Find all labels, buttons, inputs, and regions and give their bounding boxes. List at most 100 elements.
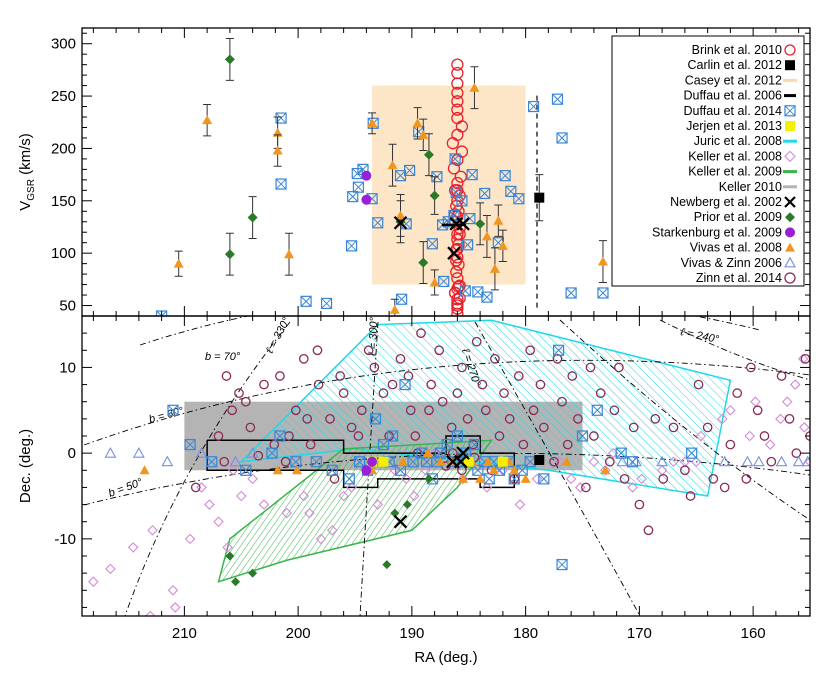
duffau14-point [399, 378, 411, 391]
zinn-point [490, 354, 500, 364]
vivas08-point [387, 160, 398, 170]
grid-l270 [474, 321, 641, 616]
vivas08-point [272, 145, 283, 155]
jerjen-point [463, 456, 474, 467]
zinn-point [313, 379, 324, 390]
duffau14-point [472, 286, 484, 298]
newberg-point [393, 514, 408, 529]
brink-point [447, 162, 461, 175]
zinn-point [446, 422, 457, 433]
duffau14-point [459, 285, 471, 297]
vivas-zinn-point [718, 455, 731, 467]
vivas-zinn-point [656, 455, 669, 467]
legend-entry-prior: Prior et al. 2009 [694, 210, 795, 224]
vivas08-point [418, 129, 429, 139]
casey-band [372, 85, 526, 285]
zinn-point [581, 482, 591, 493]
zinn-point [477, 379, 488, 390]
zinn-point [650, 414, 661, 424]
duffau14-point [300, 295, 312, 307]
duffau14-point [626, 456, 639, 468]
zinn-point [280, 456, 291, 467]
zinn-point [573, 414, 583, 424]
zinn-point [405, 405, 416, 416]
zinn-point [719, 482, 730, 493]
vivas08-point [367, 118, 378, 128]
keller08-point [389, 465, 401, 476]
starkenburg-point [361, 194, 372, 205]
zinn-point [305, 439, 316, 450]
keller08-point [184, 533, 196, 545]
keller09-region [217, 439, 494, 583]
legend-label: Brink et al. 2010 [692, 43, 782, 57]
legend-label: Prior et al. 2009 [694, 210, 782, 224]
zinn-point [240, 396, 251, 407]
vivas-zinn-point [792, 455, 805, 467]
zinn-point [259, 379, 269, 390]
grid-b60 [83, 359, 810, 446]
zinn-point [604, 456, 615, 467]
zinn-point [680, 465, 690, 476]
duffau14-point [320, 297, 333, 310]
keller08-point [346, 482, 357, 493]
duffau14-point [499, 170, 511, 182]
duffau14-point [686, 447, 698, 459]
zinn-point [528, 405, 539, 416]
brink-point [451, 95, 464, 108]
keller08-point [789, 379, 801, 390]
duffau14-point [441, 438, 453, 451]
zinn-point [776, 371, 787, 381]
keller08-point [213, 516, 224, 527]
keller08-point [554, 456, 566, 467]
zinn-point [732, 388, 743, 398]
newberg-point [393, 216, 408, 230]
vivas-zinn-point [246, 447, 259, 458]
y-tick-label: 200 [51, 140, 76, 157]
legend-entry-keller10: Keller 2010 [719, 180, 797, 194]
legend-marker [785, 121, 795, 131]
keller08-point [167, 585, 179, 596]
zinn-point [513, 371, 524, 381]
duffau14-point [466, 169, 478, 181]
grid-extra [659, 319, 810, 381]
legend-marker [785, 227, 795, 238]
duffau14-point [404, 164, 416, 177]
legend-entry-duffau06: Duffau et al. 2006 [684, 89, 796, 103]
keller08-point [338, 490, 349, 502]
prior-point [424, 474, 434, 484]
vivas08-point [202, 115, 213, 125]
zinn-point [329, 474, 340, 484]
brink-point [451, 176, 464, 190]
legend-marker [784, 272, 796, 284]
zinn-point [234, 388, 244, 398]
duffau14-point [464, 213, 476, 225]
legend-marker [784, 196, 796, 208]
prior-point [429, 190, 440, 201]
legend-marker [784, 105, 796, 117]
duffau14-point [310, 456, 322, 468]
keller08-point [88, 576, 99, 587]
duffau14-point [266, 447, 278, 459]
duffau14-point [426, 238, 438, 250]
legend-entry-starkenburg: Starkenburg et al. 2009 [652, 225, 795, 239]
y-tick-label: 50 [59, 298, 76, 315]
y-tick-label: 300 [51, 36, 76, 53]
y-tick-label: 10 [59, 359, 76, 376]
vivas08-point [435, 456, 446, 466]
duffau14-point [347, 191, 359, 203]
brink-point [454, 170, 467, 183]
keller08-point [258, 499, 270, 510]
keller08-point [247, 473, 258, 485]
zinn-point [693, 379, 704, 390]
vivas08-point [488, 465, 499, 475]
velocity-axis-label: VGSR (km/s) [17, 133, 37, 211]
keller08-point [599, 465, 611, 476]
y-tick-label: -10 [54, 531, 76, 548]
vivas-zinn-point [132, 447, 145, 458]
legend-label: Keller et al. 2008 [688, 149, 782, 163]
zinn-point [221, 371, 232, 381]
duffau14-point [576, 430, 589, 442]
